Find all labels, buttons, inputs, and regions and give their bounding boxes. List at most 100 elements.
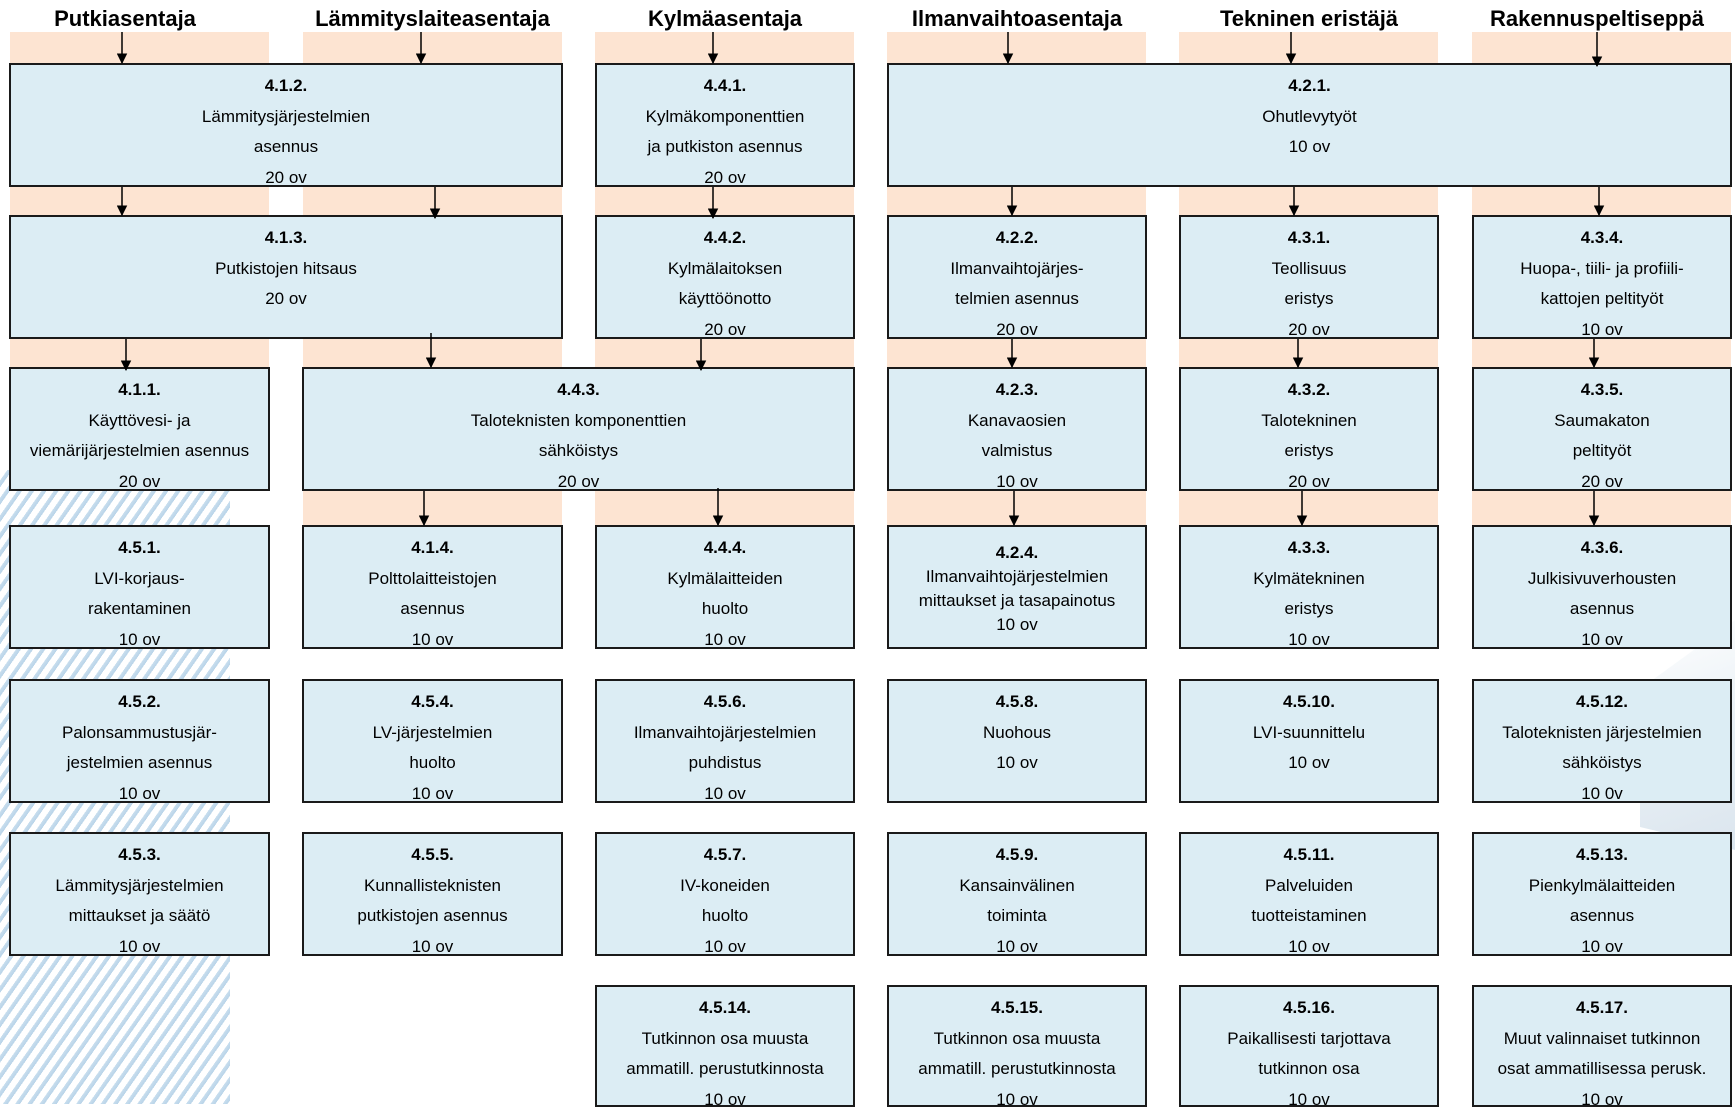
module-title: käyttöönotto [679,284,772,315]
band [1472,32,1731,64]
module-code: 4.1.2. [265,71,308,102]
column-header-lammityslaiteasentaja: Lämmityslaiteasentaja [300,2,565,36]
module-title: Kunnallisteknisten [364,871,501,902]
module-4-2-4: 4.2.4. Ilmanvaihtojärjestelmien mittauks… [887,525,1147,649]
module-credits: 10 ov [119,779,161,810]
module-code: 4.5.9. [996,840,1039,871]
module-title: Palveluiden [1265,871,1353,902]
module-4-3-5: 4.3.5. Saumakaton peltityöt 20 ov [1472,367,1732,491]
module-4-4-2: 4.4.2. Kylmälaitoksen käyttöönotto 20 ov [595,215,855,339]
module-credits: 10 ov [412,779,454,810]
module-title: Putkistojen hitsaus [215,254,357,285]
module-title: huolto [409,748,455,779]
module-4-3-4: 4.3.4. Huopa-, tiili- ja profiili- katto… [1472,215,1732,339]
module-4-5-8: 4.5.8. Nuohous 10 ov [887,679,1147,803]
module-code: 4.5.6. [704,687,747,718]
column-header-ilmanvaihtoasentaja: Ilmanvaihtoasentaja [887,2,1147,36]
module-title: sähköistys [1562,748,1641,779]
band [10,337,269,369]
module-credits: 10 ov [1581,1085,1623,1115]
module-title: telmien asennus [955,284,1079,315]
module-credits: 10 ov [119,932,161,963]
band [1472,185,1731,217]
module-title: Lämmitysjärjestelmien [55,871,223,902]
module-title: sähköistys [539,436,618,467]
module-title: Ilmanvaihtojärjestelmien [926,565,1108,589]
module-title: eristys [1284,436,1333,467]
module-code: 4.3.3. [1288,533,1331,564]
module-4-5-3: 4.5.3. Lämmitysjärjestelmien mittaukset … [9,832,270,956]
band [595,32,854,64]
module-title: valmistus [982,436,1053,467]
module-4-4-3: 4.4.3. Taloteknisten komponenttien sähkö… [302,367,855,491]
module-code: 4.5.1. [118,533,161,564]
module-credits: 10 ov [704,779,746,810]
module-code: 4.2.2. [996,223,1039,254]
column-header-tekninen-eristaja: Tekninen eristäjä [1179,2,1439,36]
module-4-1-2: 4.1.2. Lämmitysjärjestelmien asennus 20 … [9,63,563,187]
module-code: 4.4.4. [704,533,747,564]
module-title: asennus [1570,901,1634,932]
module-title: asennus [254,132,318,163]
band [595,490,854,525]
module-code: 4.1.3. [265,223,308,254]
module-4-5-12: 4.5.12. Taloteknisten järjestelmien sähk… [1472,679,1732,803]
module-code: 4.5.10. [1283,687,1335,718]
module-title: ammatill. perustutkinnosta [626,1054,823,1085]
module-title: huolto [702,594,748,625]
module-credits: 10 ov [1288,932,1330,963]
band [1179,32,1438,64]
module-credits: 20 ov [1581,467,1623,498]
module-title: peltityöt [1573,436,1632,467]
module-title: jestelmien asennus [67,748,213,779]
module-title: Saumakaton [1554,406,1649,437]
module-title: Talotekninen [1261,406,1356,437]
band [10,32,269,64]
band [303,185,562,217]
band [303,490,562,525]
module-4-5-14: 4.5.14. Tutkinnon osa muusta ammatill. p… [595,985,855,1107]
module-credits: 10 ov [412,625,454,656]
module-credits: 20 ov [119,467,161,498]
module-title: Huopa-, tiili- ja profiili- [1520,254,1683,285]
module-4-2-1: 4.2.1. Ohutlevytyöt 10 ov [887,63,1732,187]
module-title: Kylmätekninen [1253,564,1365,595]
module-credits: 20 ov [1288,467,1330,498]
module-credits: 10 ov [1581,315,1623,346]
module-code: 4.3.4. [1581,223,1624,254]
module-title: Muut valinnaiset tutkinnon [1504,1024,1701,1055]
module-title: Julkisivuverhousten [1528,564,1676,595]
module-title: Lämmitysjärjestelmien [202,102,370,133]
module-code: 4.4.2. [704,223,747,254]
module-code: 4.4.1. [704,71,747,102]
module-title: Käyttövesi- ja [88,406,190,437]
module-code: 4.2.1. [1288,71,1331,102]
module-credits: 20 ov [704,315,746,346]
module-title: Taloteknisten järjestelmien [1502,718,1701,749]
module-4-5-5: 4.5.5. Kunnallisteknisten putkistojen as… [302,832,563,956]
module-code: 4.5.2. [118,687,161,718]
module-4-3-2: 4.3.2. Talotekninen eristys 20 ov [1179,367,1439,491]
band [10,185,269,217]
module-title: Tutkinnon osa muusta [642,1024,809,1055]
module-code: 4.5.14. [699,993,751,1024]
module-title: eristys [1284,594,1333,625]
module-credits: 10 0v [1581,779,1623,810]
module-title: Taloteknisten komponenttien [471,406,686,437]
module-title: kattojen peltityöt [1541,284,1664,315]
module-code: 4.3.2. [1288,375,1331,406]
module-title: Kylmälaitteiden [667,564,782,595]
module-credits: 10 ov [1288,625,1330,656]
module-code: 4.5.7. [704,840,747,871]
module-code: 4.2.3. [996,375,1039,406]
module-credits: 10 ov [1581,932,1623,963]
module-title: ja putkiston asennus [648,132,803,163]
module-4-4-4: 4.4.4. Kylmälaitteiden huolto 10 ov [595,525,855,649]
module-title: Teollisuus [1272,254,1347,285]
module-title: tuotteistaminen [1251,901,1366,932]
module-code: 4.1.4. [411,533,454,564]
module-code: 4.4.3. [557,375,600,406]
module-code: 4.5.13. [1576,840,1628,871]
module-4-5-9: 4.5.9. Kansainvälinen toiminta 10 ov [887,832,1147,956]
module-title: Paikallisesti tarjottava [1227,1024,1390,1055]
